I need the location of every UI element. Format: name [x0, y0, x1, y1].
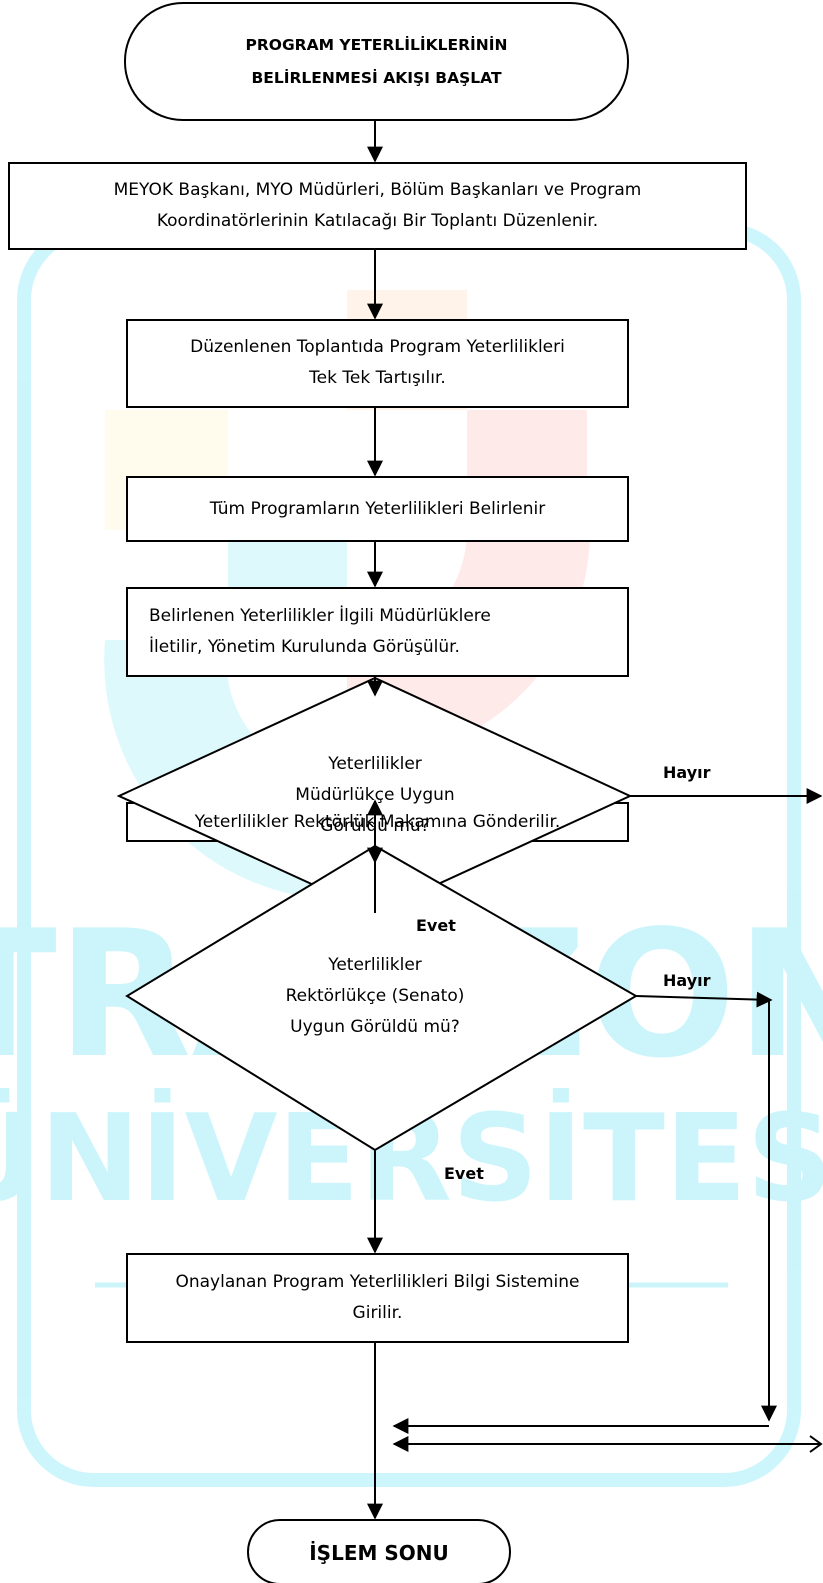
determine-label: Tüm Programların Yeterlilikleri Belirlen… — [127, 477, 628, 541]
determine-box — [126, 476, 629, 542]
determine-line-1: Tüm Programların Yeterlilikleri Belirlen… — [209, 498, 546, 519]
forward-line-2: İletilir, Yönetim Kurulunda Görüşülür. — [149, 637, 460, 657]
end-terminator — [247, 1519, 511, 1583]
system-line-2: Girilir. — [352, 1303, 403, 1323]
decision1-no-label: Hayır — [663, 763, 711, 782]
decision2-line-1: Yeterlilikler — [328, 954, 422, 975]
senate-decision-label: Yeterlilikler Rektörlükçe (Senato) Uygun… — [235, 946, 515, 1046]
arrow-decision1-no-return-head — [809, 1435, 823, 1453]
discuss-line-1: Düzenlenen Toplantıda Program Yeterlilik… — [190, 337, 565, 357]
forward-box — [126, 587, 629, 677]
discuss-box — [126, 319, 629, 408]
end-line-1: İŞLEM SONU — [309, 1540, 449, 1565]
decision2-yes-label: Evet — [444, 1164, 484, 1183]
rectorate-line-1: Yeterlilikler Rektörlük Makamına Gönderi… — [194, 811, 561, 832]
decision1-yes-label: Evet — [416, 916, 456, 935]
end-terminator-label: İŞLEM SONU — [248, 1528, 510, 1578]
discuss-line-2: Tek Tek Tartışılır. — [309, 368, 446, 388]
discuss-label: Düzenlenen Toplantıda Program Yeterlilik… — [127, 328, 628, 398]
system-label: Onaylanan Program Yeterlilikleri Bilgi S… — [127, 1262, 628, 1334]
start-line-2: BELİRLENMESİ AKIŞI BAŞLAT — [251, 69, 502, 87]
forward-label: Belirlenen Yeterlilikler İlgili Müdürlük… — [127, 596, 628, 668]
forward-line-1: Belirlenen Yeterlilikler İlgili Müdürlük… — [149, 606, 491, 626]
decision2-no-label: Hayır — [663, 971, 711, 990]
rectorate-label: Yeterlilikler Rektörlük Makamına Gönderi… — [127, 803, 628, 841]
decision1-line-2: Müdürlükçe Uygun — [295, 784, 455, 805]
system-line-1: Onaylanan Program Yeterlilikleri Bilgi S… — [175, 1272, 580, 1292]
decision2-line-2: Rektörlükçe (Senato) — [285, 985, 465, 1006]
start-terminator — [124, 2, 629, 121]
system-box — [126, 1253, 629, 1343]
decision2-line-3: Uygun Görüldü mü? — [290, 1016, 460, 1037]
start-line-1: PROGRAM YETERLİLİKLERİNİN — [245, 36, 508, 54]
meeting-line-2: Koordinatörlerinin Katılacağı Bir Toplan… — [156, 211, 599, 231]
meeting-box — [8, 162, 747, 250]
start-terminator-label: PROGRAM YETERLİLİKLERİNİN BELİRLENMESİ A… — [125, 20, 628, 104]
meeting-line-1: MEYOK Başkanı, MYO Müdürleri, Bölüm Başk… — [113, 180, 642, 200]
directorate-decision-label: Yeterlilikler Müdürlükçe Uygun Görüldü m… — [250, 745, 500, 845]
decision1-line-1: Yeterlilikler — [328, 753, 422, 774]
decision1-line-3: Görüldü mü? — [320, 815, 430, 836]
meeting-label: MEYOK Başkanı, MYO Müdürleri, Bölüm Başk… — [9, 171, 746, 241]
arrow-decision2-no — [635, 991, 773, 1008]
